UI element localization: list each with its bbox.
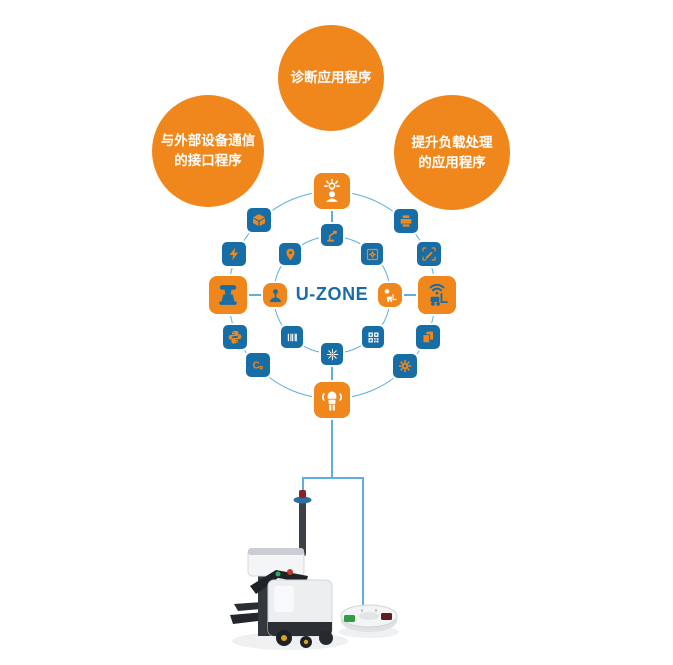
laser-burst-icon <box>326 348 338 360</box>
node-forklift-laser <box>378 283 402 307</box>
qr-code-icon <box>368 332 378 342</box>
spoke-right <box>386 294 440 296</box>
svg-text:C: C <box>253 361 260 372</box>
node-c-language: C <box>246 353 270 377</box>
node-qr-code <box>362 326 384 348</box>
bubble-load-line2: 的应用程序 <box>418 154 486 170</box>
gear-icon <box>398 359 412 373</box>
connector-line-main <box>331 416 333 478</box>
spoke-left <box>220 294 278 296</box>
node-python <box>223 325 247 349</box>
node-forklift-wireless <box>418 276 456 314</box>
node-package-box <box>247 208 271 232</box>
spoke-top <box>331 186 333 248</box>
node-lightning <box>222 242 246 266</box>
node-pencil-edit <box>417 242 441 266</box>
bubble-load-handling-apps: 提升负载处理 的应用程序 <box>394 95 510 210</box>
location-pin-icon <box>285 248 295 260</box>
robot-arm-icon <box>326 229 337 242</box>
document-copy-icon <box>422 331 433 344</box>
node-robot <box>314 382 350 418</box>
agv-forklift-illustration <box>230 490 348 650</box>
lightning-icon <box>229 247 239 261</box>
node-document-copy <box>416 325 440 349</box>
bubble-external-line1: 与外部设备通信 <box>160 133 256 148</box>
lidar-scanner-icon <box>219 285 237 305</box>
connector-line-horizontal <box>302 477 364 479</box>
node-gear <box>393 354 417 378</box>
bubble-diagnostic-apps: 诊断应用程序 <box>278 25 384 131</box>
connector-line-to-agv <box>302 477 304 495</box>
package-box-icon <box>253 214 265 226</box>
joystick-icon <box>269 288 281 302</box>
forklift-wireless-icon <box>429 283 448 306</box>
lidar-puck-illustration <box>339 604 399 638</box>
node-robot-arm <box>321 224 343 246</box>
node-gear-module <box>361 243 383 265</box>
bubble-external-line2: 的接口程序 <box>174 153 242 168</box>
connector-line-to-device <box>362 477 364 608</box>
hub-label: U-ZONE <box>295 284 369 304</box>
gear-module-icon <box>366 248 378 260</box>
robot-icon <box>322 391 342 411</box>
forklift-laser-icon <box>383 288 396 302</box>
node-lidar-scanner <box>209 276 247 314</box>
node-joystick <box>263 283 287 307</box>
node-printer <box>394 209 418 233</box>
bubble-diagnostic-line1: 诊断应用程序 <box>290 70 372 85</box>
printer-icon <box>400 215 412 227</box>
node-location-pin <box>279 243 301 265</box>
idea-person-icon <box>324 178 340 202</box>
python-icon <box>228 330 242 344</box>
pencil-edit-icon <box>422 247 436 261</box>
bubble-external-device-interface: 与外部设备通信 的接口程序 <box>152 95 264 207</box>
node-barcode <box>281 326 303 348</box>
node-idea-person <box>314 173 350 209</box>
bubble-load-line1: 提升负载处理 <box>411 134 493 150</box>
barcode-icon <box>287 333 297 341</box>
node-laser-burst <box>321 343 343 365</box>
c-language-icon: C <box>253 361 263 372</box>
